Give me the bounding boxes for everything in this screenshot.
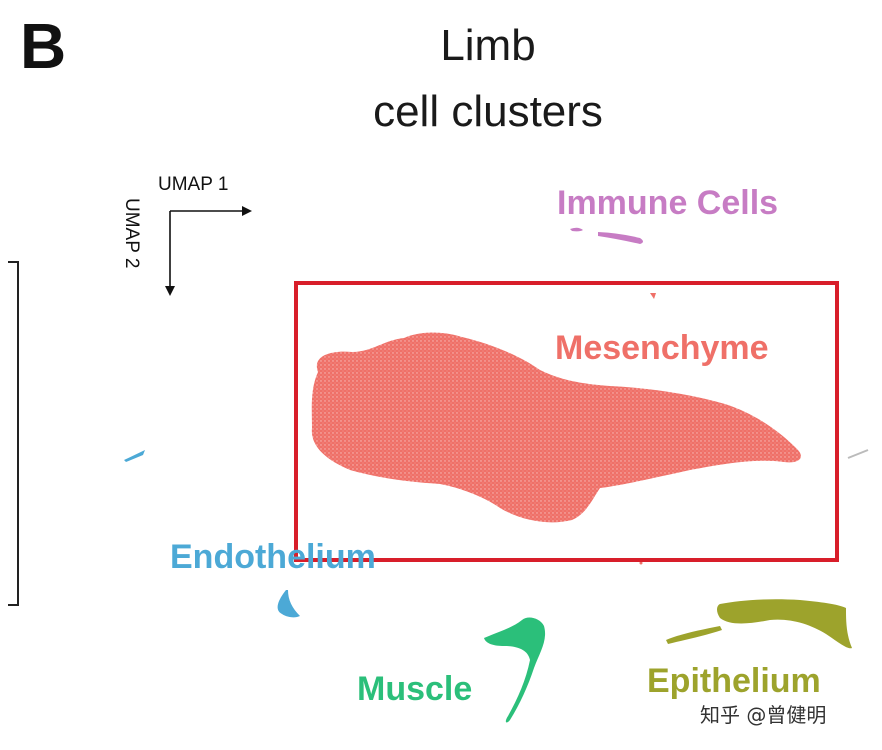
title-line-2: cell clusters: [373, 87, 603, 136]
umap2-label: UMAP 2: [121, 198, 142, 268]
mesenchyme-highlight-box: [294, 281, 839, 562]
epithelium-cluster: [666, 599, 852, 649]
title-line-1: Limb: [440, 21, 535, 70]
left-bracket: [8, 261, 19, 606]
immune-cells-label: Immune Cells: [557, 184, 778, 222]
umap-axes: [165, 206, 252, 296]
muscle-cluster: [484, 617, 546, 723]
mesenchyme-cluster: [311, 293, 801, 565]
watermark: 知乎 @曾健明: [700, 703, 826, 727]
umap1-label: UMAP 1: [158, 174, 228, 195]
immune-cluster: [570, 227, 643, 244]
panel-letter: B: [20, 10, 66, 82]
muscle-label: Muscle: [357, 670, 472, 708]
mesenchyme-label: Mesenchyme: [555, 329, 769, 367]
epithelium-label: Epithelium: [647, 662, 821, 700]
minor-cluster-trace: [847, 449, 869, 459]
endothelium-label: Endothelium: [170, 538, 376, 576]
endothelium-cluster: [124, 450, 300, 618]
